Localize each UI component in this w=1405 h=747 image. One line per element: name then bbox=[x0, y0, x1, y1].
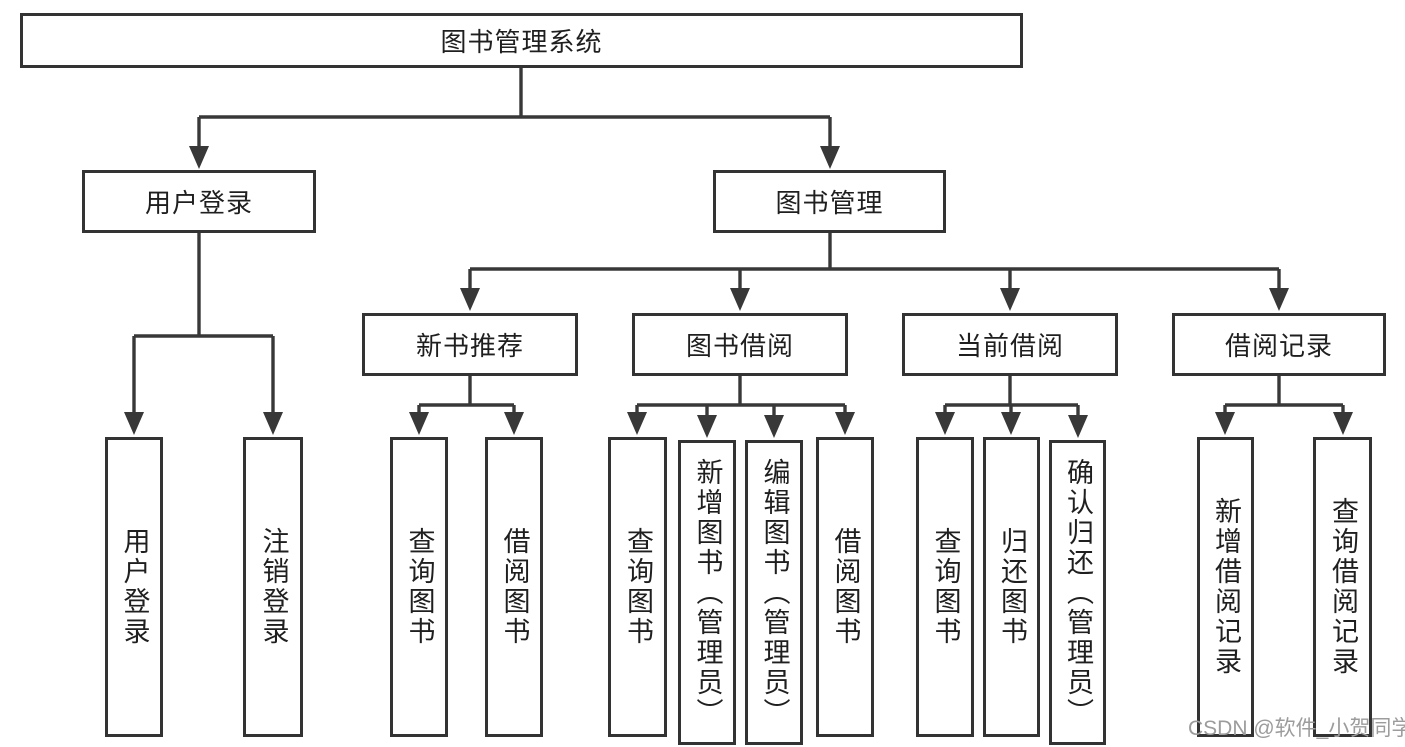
leaf-return-books: 归还图书 bbox=[983, 437, 1040, 737]
node-label: 新书推荐 bbox=[415, 331, 524, 361]
node-label: 当前借阅 bbox=[955, 331, 1064, 361]
connector-path bbox=[132, 68, 1345, 419]
node-label: 图书管理系统 bbox=[440, 27, 603, 57]
node-book-management: 图书管理 bbox=[713, 170, 946, 233]
leaf-add-books-admin: 新增图书（管理员） bbox=[678, 440, 736, 745]
node-label: 新增借阅记录 bbox=[1211, 497, 1241, 677]
leaf-query-borrow-record: 查询借阅记录 bbox=[1313, 437, 1372, 737]
leaf-query-books-recommend: 查询图书 bbox=[390, 437, 448, 737]
node-label: 借阅图书 bbox=[499, 527, 530, 647]
leaf-borrow-books: 借阅图书 bbox=[816, 437, 874, 737]
arrowheads bbox=[124, 146, 1353, 438]
leaf-user-login: 用户登录 bbox=[105, 437, 163, 737]
node-label: 新增图书（管理员） bbox=[692, 457, 723, 728]
node-book-borrow: 图书借阅 bbox=[632, 313, 848, 376]
csdn-watermark: CSDN @软件_小贺同学 bbox=[1188, 717, 1405, 740]
node-label: 借阅图书 bbox=[830, 527, 861, 647]
node-label: 编辑图书（管理员） bbox=[759, 457, 790, 728]
node-borrow-records: 借阅记录 bbox=[1172, 313, 1386, 376]
leaf-confirm-return-admin: 确认归还（管理员） bbox=[1049, 440, 1106, 745]
node-current-borrow: 当前借阅 bbox=[902, 313, 1118, 376]
leaf-edit-books-admin: 编辑图书（管理员） bbox=[745, 440, 803, 745]
leaf-query-books-current: 查询图书 bbox=[916, 437, 974, 737]
node-label: 查询图书 bbox=[404, 527, 435, 647]
node-label: 图书借阅 bbox=[685, 331, 794, 361]
node-label: 查询图书 bbox=[930, 527, 961, 647]
node-label: 图书管理 bbox=[775, 188, 884, 218]
node-label: 查询借阅记录 bbox=[1328, 497, 1358, 677]
node-library-system: 图书管理系统 bbox=[20, 13, 1023, 68]
leaf-logout: 注销登录 bbox=[243, 437, 303, 737]
node-label: 注销登录 bbox=[258, 527, 289, 647]
node-label: 确认归还（管理员） bbox=[1063, 457, 1093, 728]
leaf-add-borrow-record: 新增借阅记录 bbox=[1197, 437, 1254, 737]
node-label: 用户登录 bbox=[119, 527, 150, 647]
node-label: 归还图书 bbox=[997, 527, 1027, 647]
leaf-borrow-books-recommend: 借阅图书 bbox=[485, 437, 543, 737]
node-new-book-recommend: 新书推荐 bbox=[362, 313, 578, 376]
node-label: 用户登录 bbox=[144, 188, 253, 218]
node-user-login: 用户登录 bbox=[82, 170, 316, 233]
leaf-query-books-borrow: 查询图书 bbox=[608, 437, 667, 737]
node-label: 查询图书 bbox=[623, 527, 653, 647]
node-label: 借阅记录 bbox=[1224, 331, 1333, 361]
